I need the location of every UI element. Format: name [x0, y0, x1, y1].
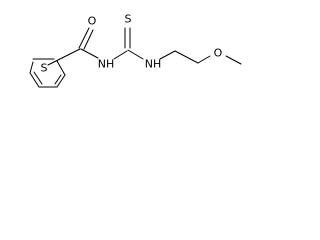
bond-c3-c4-inner	[54, 74, 62, 85]
thioxo-sulfur-label: S	[125, 13, 132, 26]
bond-c3-c4	[56, 74, 66, 88]
thiophene-sulfur-label: S	[41, 62, 48, 75]
carbonyl-oxygen-label: O	[88, 15, 97, 28]
bond-c2-s	[47, 59, 59, 66]
bond-nh-ch2	[159, 50, 176, 60]
molecule-canvas: S O NH S NH O	[0, 0, 265, 104]
bond-c2-c3	[56, 60, 66, 76]
bond-c1-s	[29, 61, 34, 74]
ether-oxygen-label: O	[214, 47, 223, 60]
bond-ring-carbonyl	[57, 48, 81, 61]
bond-carbonyl-double-2	[83, 29, 94, 50]
bond-carbonyl-nh	[80, 48, 99, 59]
thioamide-nitrogen-label: NH	[145, 58, 162, 71]
bond-nh-thiocarbonyl	[113, 50, 128, 60]
bond-carbonyl-double-1	[78, 27, 90, 49]
structure-diagram: S O NH S NH O	[29, 13, 242, 88]
bond-ch2-ch2	[174, 50, 199, 64]
thiophene-ring	[29, 58, 66, 88]
bond-c5-c1	[29, 72, 40, 88]
amide-nitrogen-label: NH	[98, 58, 115, 71]
bond-o-methyl	[225, 55, 242, 65]
bond-ch2-o	[197, 55, 211, 64]
bond-thiocarbonyl-nh	[127, 49, 144, 60]
bond-c5-c1-inner	[33, 71, 43, 85]
